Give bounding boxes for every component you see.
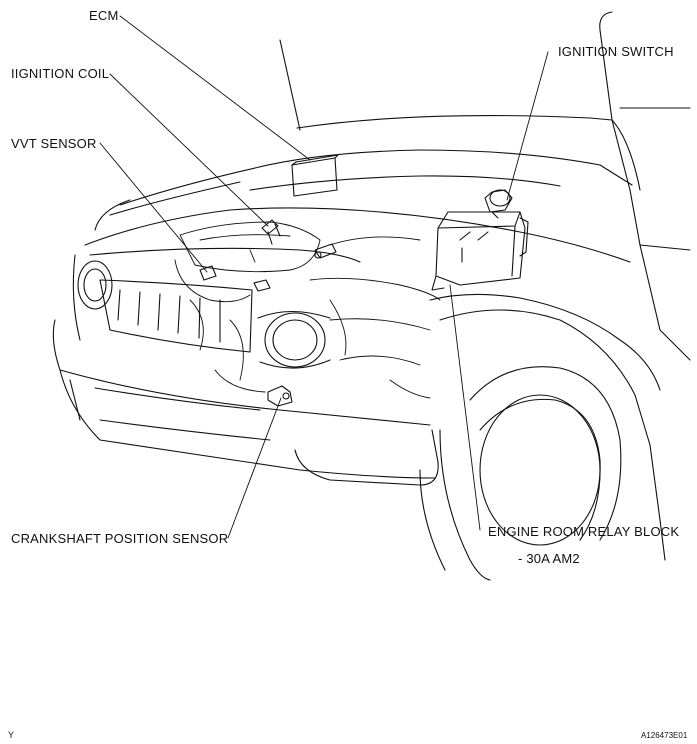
crankshaft-sensor-part <box>267 385 293 407</box>
ignition-switch-part <box>484 189 513 219</box>
leader-ignition-coil <box>109 73 269 227</box>
vvt-sensor-label: VVT SENSOR <box>11 136 97 151</box>
leader-lines <box>99 15 549 539</box>
ecm-module <box>291 154 339 197</box>
corner-mark: Y <box>8 730 15 740</box>
sensor-connector-part <box>314 243 337 259</box>
ecm-label: ECM <box>89 8 119 23</box>
ignition-coil-label: IIGNITION COIL <box>11 66 110 81</box>
relay-fuse-label: - 30A AM2 <box>518 551 580 566</box>
leader-relay-block <box>449 284 481 531</box>
leader-ignition-switch <box>506 51 549 201</box>
leader-vvt-sensor <box>99 142 208 273</box>
ignition-switch-label: IGNITION SWITCH <box>558 44 674 59</box>
vvt-sensor-part <box>199 265 271 292</box>
engine-room-relay-block-label: ENGINE ROOM RELAY BLOCK <box>488 524 680 539</box>
ignition-coil-part <box>261 219 281 245</box>
engine-room-relay-block-part <box>431 211 529 291</box>
vehicle-body-outline <box>52 11 691 581</box>
engine-bay-components <box>174 221 441 399</box>
crankshaft-position-sensor-label: CRANKSHAFT POSITION SENSOR <box>11 531 229 546</box>
leader-ecm <box>119 15 311 161</box>
figure-id: A126473E01 <box>641 731 688 740</box>
leader-crankshaft-sensor <box>227 397 282 539</box>
